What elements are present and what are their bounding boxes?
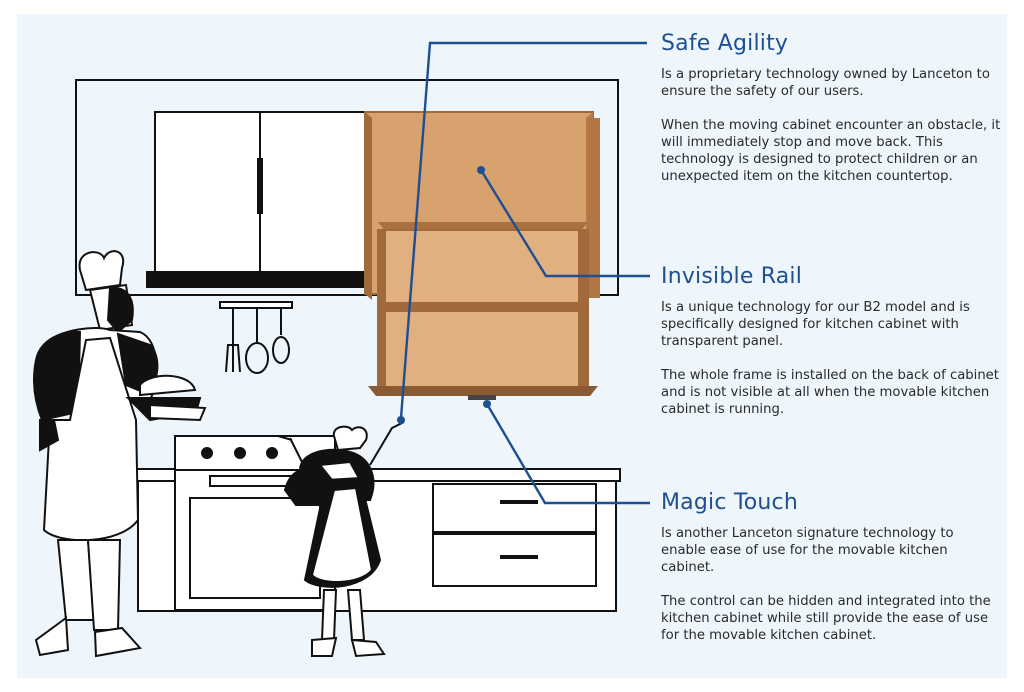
feature-invisible-rail: Invisible Rail Is a unique technology fo… (661, 264, 1001, 418)
feature-title: Invisible Rail (661, 264, 803, 289)
utensil-rack (219, 301, 293, 374)
feature-magic-touch: Magic Touch Is another Lanceton signatur… (661, 490, 1001, 644)
feature-paragraph: Is a proprietary technology owned by Lan… (661, 67, 990, 99)
feature-paragraph: The whole frame is installed on the back… (661, 368, 999, 417)
safe-agility-leader (399, 41, 647, 419)
feature-paragraph: Is another Lanceton signature technology… (661, 526, 954, 575)
cabinet-frame (75, 79, 619, 296)
feature-safe-agility: Safe Agility Is a proprietary technology… (661, 31, 1001, 185)
magic-touch-leader (485, 403, 650, 505)
feature-paragraph: When the moving cabinet encounter an obs… (661, 118, 1001, 184)
feature-paragraph: Is a unique technology for our B2 model … (661, 300, 970, 349)
feature-title: Safe Agility (661, 31, 789, 56)
invisible-rail-dot (477, 166, 485, 174)
invisible-rail-leader (479, 169, 650, 278)
adult-chef (33, 250, 207, 658)
feature-paragraph: The control can be hidden and integrated… (661, 594, 991, 643)
safe-agility-dot (397, 416, 405, 424)
leader-lines (397, 41, 650, 505)
child-chef (277, 421, 405, 658)
movable-cabinet (364, 111, 600, 400)
magic-touch-dot (483, 400, 491, 408)
feature-title: Magic Touch (661, 490, 798, 515)
upper-cabinet-doors (146, 111, 366, 288)
